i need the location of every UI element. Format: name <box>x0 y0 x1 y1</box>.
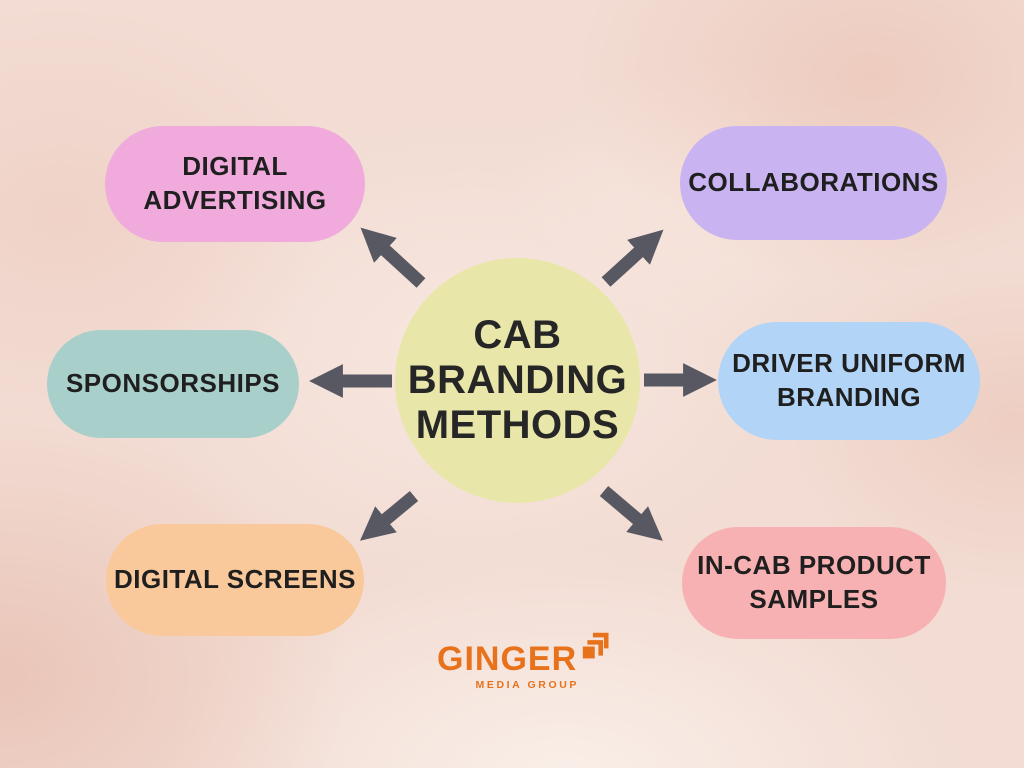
logo-row: GINGER <box>437 630 609 676</box>
node-sponsorships: SPONSORSHIPS <box>47 330 299 438</box>
arrow-to-digital-advertising <box>360 227 426 288</box>
arrow-to-in-cab-product-samples <box>599 486 663 541</box>
node-collaborations: COLLABORATIONS <box>680 126 947 240</box>
node-driver-uniform-branding: DRIVER UNIFORM BRANDING <box>718 322 980 440</box>
arrow-to-digital-screens <box>359 490 419 541</box>
logo-name: GINGER <box>437 640 578 678</box>
node-digital-screens: DIGITAL SCREENS <box>106 524 364 636</box>
node-in-cab-product-samples: IN-CAB PRODUCT SAMPLES <box>682 527 946 639</box>
ginger-media-group-logo: GINGER MEDIA GROUP <box>437 630 609 691</box>
node-digital-advertising: DIGITAL ADVERTISING <box>105 126 365 242</box>
arrow-to-collaborations <box>601 229 664 287</box>
center-node-cab-branding-methods: CAB BRANDING METHODS <box>395 258 640 503</box>
logo-tagline: MEDIA GROUP <box>475 679 579 691</box>
stacked-squares-icon <box>581 630 614 668</box>
